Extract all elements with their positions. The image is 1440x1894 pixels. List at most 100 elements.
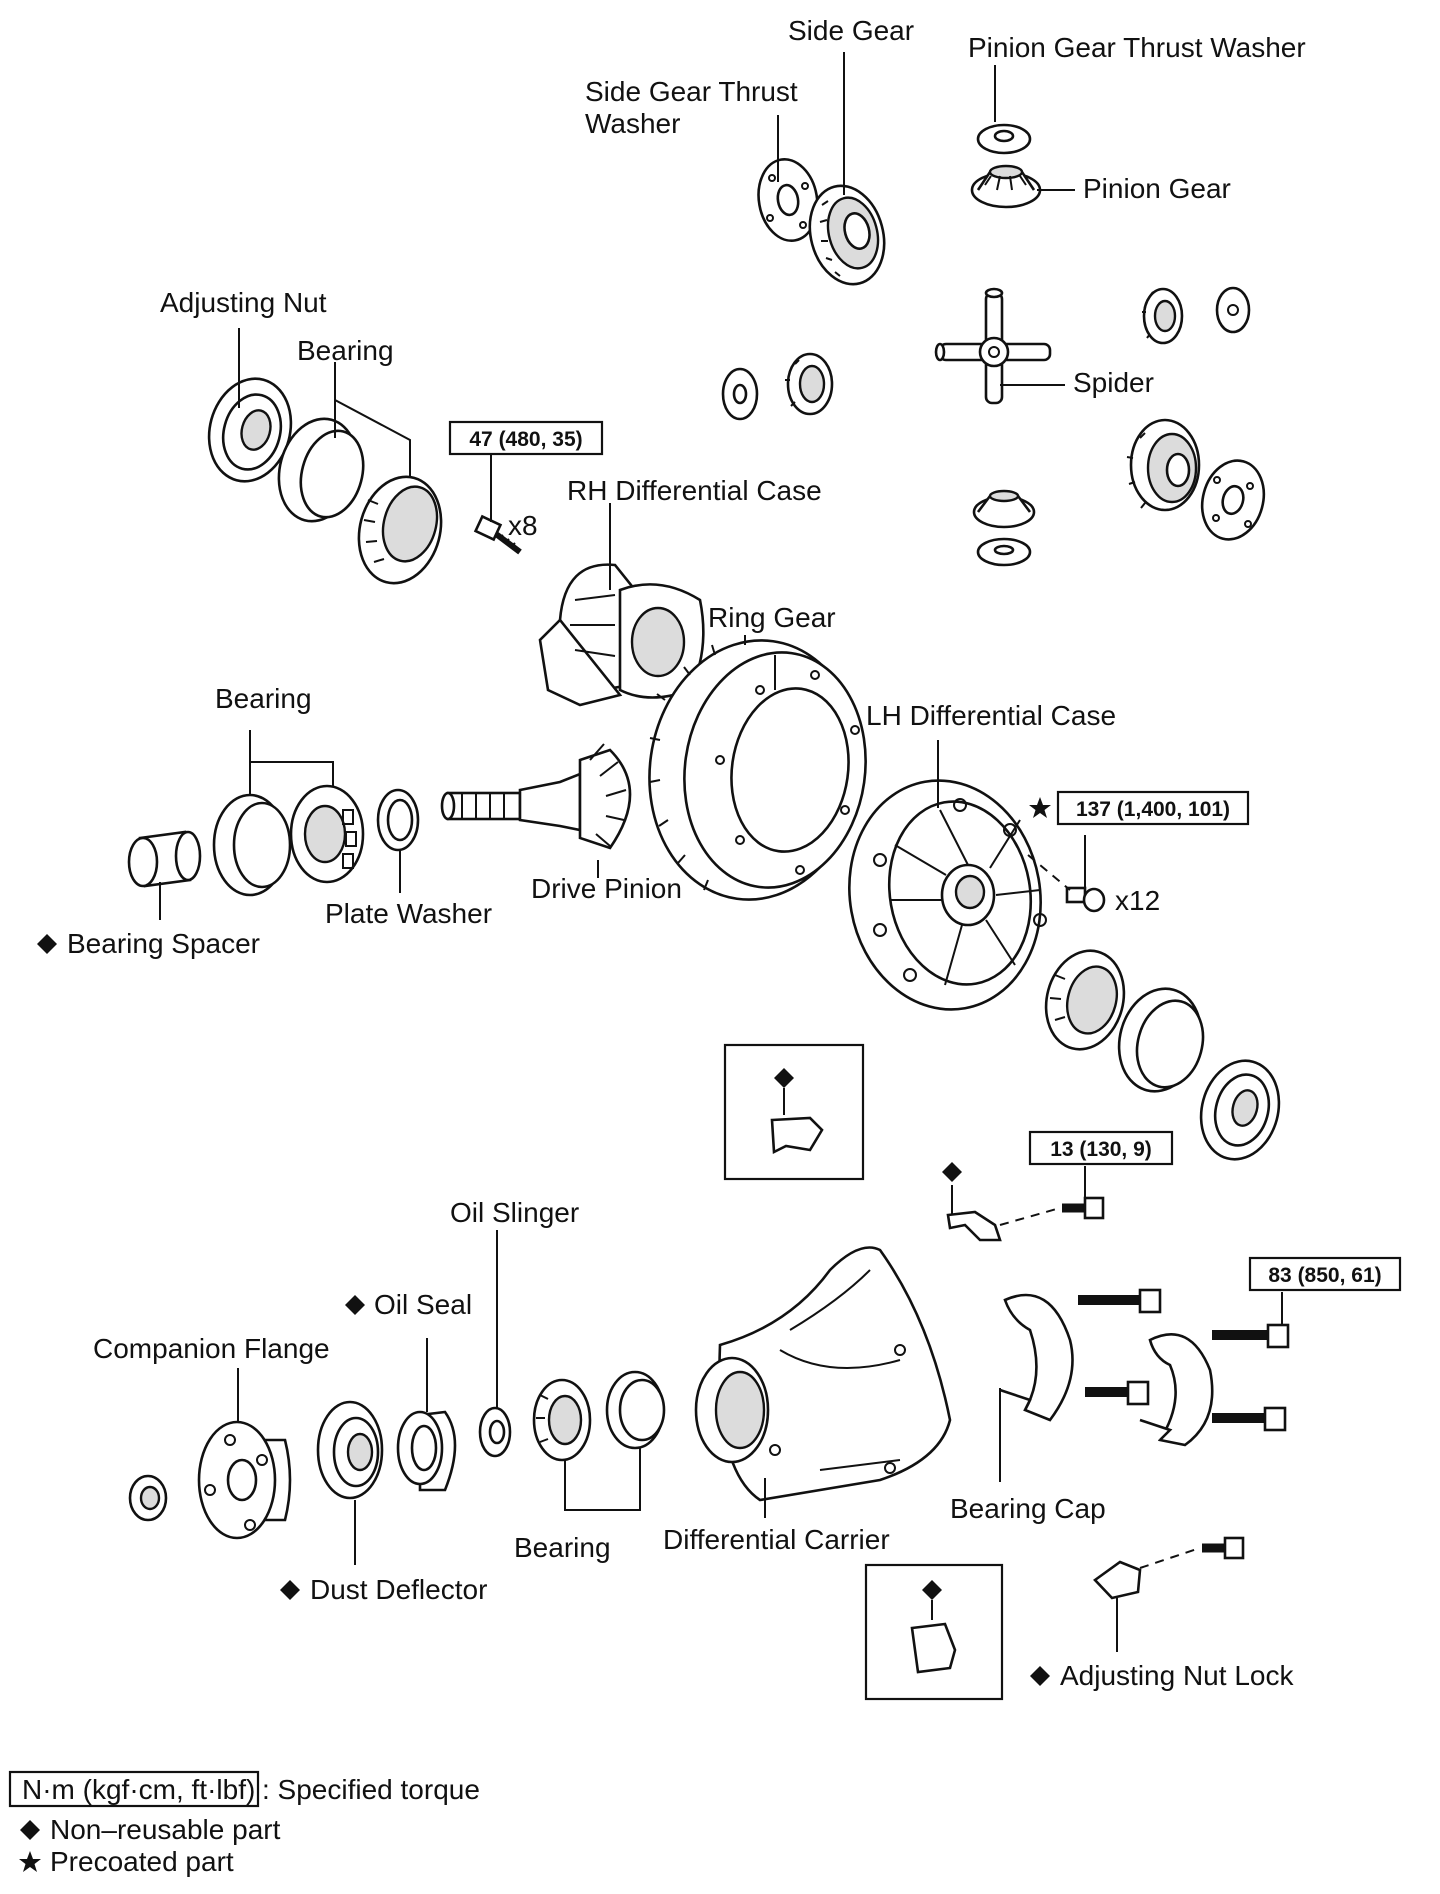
label-companion-flange: Companion Flange (93, 1333, 330, 1364)
pinion-nut (128, 1474, 168, 1522)
non-reusable-icon (345, 1295, 365, 1315)
rh-differential-case (538, 563, 705, 707)
leader-lines (159, 52, 1283, 1652)
ring-gear (648, 635, 867, 901)
label-adjusting-nut: Adjusting Nut (160, 287, 327, 318)
torque-box-rh-case-bolt: 47 (480, 35) (448, 420, 604, 456)
label-side-gear: Side Gear (788, 15, 914, 46)
pinion-gear-lower (972, 489, 1036, 529)
label-ring-gear: Ring Gear (708, 602, 836, 633)
svg-text:137 (1,400, 101): 137 (1,400, 101) (1076, 798, 1230, 821)
pinion-gear-right (1142, 287, 1184, 345)
lh-differential-case (848, 779, 1047, 1011)
companion-flange (197, 1420, 292, 1540)
torque-box-ring-gear-bolt: 137 (1,400, 101) (1056, 790, 1250, 826)
legend-torque-desc: : Specified torque (262, 1774, 480, 1805)
label-rh-differential-case: RH Differential Case (567, 475, 822, 506)
bearing-spacer (127, 830, 202, 888)
torque-box-bearing-cap-bolt: 83 (850, 61) (1248, 1256, 1402, 1292)
bearing-cap-bolt-3 (1212, 1323, 1290, 1349)
label-oil-seal: Oil Seal (374, 1289, 472, 1320)
svg-text:13 (130, 9): 13 (130, 9) (1050, 1138, 1152, 1161)
legend-torque-box (8, 1770, 260, 1808)
bearing-cone-bottom (532, 1378, 592, 1462)
non-reusable-icon (37, 934, 57, 954)
inset-lock-lower (910, 1622, 957, 1674)
precoated-icon (19, 1851, 41, 1872)
label-bearing-cap: Bearing Cap (950, 1493, 1106, 1524)
bearing-cone-top (357, 475, 443, 585)
non-reusable-icon (942, 1162, 962, 1182)
plate-washer (376, 788, 420, 852)
legend-precoated: Precoated part (50, 1846, 234, 1877)
oil-seal (396, 1410, 457, 1492)
lh-bearing-cone (1044, 949, 1126, 1051)
torque-box-lock-bolt: 13 (130, 9) (1028, 1130, 1174, 1166)
label-pinion-gear: Pinion Gear (1083, 173, 1231, 204)
lh-case-bolt (1065, 886, 1106, 913)
label-side-gear-thrust-washer-line2: Washer (585, 108, 680, 139)
svg-text:47 (480, 35): 47 (480, 35) (469, 428, 582, 451)
label-bearing-mid: Bearing (215, 683, 312, 714)
bearing-cap-left (999, 1293, 1074, 1422)
lh-adjusting-nut (1199, 1059, 1281, 1161)
label-plate-washer: Plate Washer (325, 898, 492, 929)
label-oil-slinger: Oil Slinger (450, 1197, 579, 1228)
adjusting-nut-lock-upper (946, 1210, 1002, 1242)
label-differential-carrier: Differential Carrier (663, 1524, 890, 1555)
pinion-gear (970, 164, 1042, 209)
legend-torque-units: N·m (kgf·cm, ft·lbf) (22, 1774, 255, 1805)
side-gear (808, 184, 886, 286)
label-bearing-top: Bearing (297, 335, 394, 366)
side-gear-thrust-washer (757, 158, 819, 242)
qty-rh-case-bolts: x8 (508, 510, 538, 541)
side-gear-thrust-washer-small (721, 367, 759, 421)
non-reusable-icon (280, 1580, 300, 1600)
adjusting-nut-top (207, 377, 293, 483)
label-dust-deflector: Dust Deflector (310, 1574, 487, 1605)
legend: N·m (kgf·cm, ft·lbf) : Specified torque … (8, 1770, 480, 1877)
differential-carrier (694, 1246, 952, 1502)
bearing-cone-mid (289, 784, 365, 884)
qty-ring-gear-bolts: x12 (1115, 885, 1160, 916)
label-drive-pinion: Drive Pinion (531, 873, 682, 904)
bearing-outer-race-top (277, 417, 365, 523)
pinion-gear-thrust-washer (976, 123, 1032, 155)
label-side-gear-thrust-washer-line1: Side Gear Thrust (585, 76, 798, 107)
bearing-cap-bolt-2 (1085, 1380, 1150, 1406)
label-bearing-bottom: Bearing (514, 1532, 611, 1563)
drive-pinion (440, 743, 632, 850)
bearing-outer-race-bottom (605, 1370, 666, 1450)
legend-non-reusable: Non–reusable part (50, 1814, 281, 1845)
lh-bearing-outer-race (1117, 987, 1205, 1093)
pinion-gear-thrust-washer-right (1215, 286, 1251, 334)
label-adjusting-nut-lock: Adjusting Nut Lock (1060, 1660, 1294, 1691)
inset-lock-upper (770, 1116, 824, 1155)
bearing-outer-race-mid (212, 793, 292, 897)
adjusting-nut-lock-upper-dashed-leader (999, 1207, 1061, 1226)
precoated-icon (1029, 797, 1051, 818)
non-reusable-icon (20, 1820, 40, 1840)
bearing-cap-bolt-1 (1078, 1288, 1162, 1314)
label-bearing-spacer: Bearing Spacer (67, 928, 260, 959)
lock-bolt-lower (1202, 1536, 1245, 1560)
non-reusable-icon (1030, 1666, 1050, 1686)
adjusting-nut-lock-lower-dashed-leader (1139, 1547, 1201, 1569)
inset-box-upper (723, 1043, 865, 1181)
bearing-cap-right (1139, 1333, 1214, 1447)
spider (934, 287, 1052, 405)
adjusting-nut-lock-lower (1093, 1560, 1142, 1600)
bearing-cap-bolt-4 (1212, 1406, 1287, 1432)
lock-bolt-upper (1062, 1196, 1105, 1220)
svg-text:83 (850, 61): 83 (850, 61) (1268, 1264, 1381, 1287)
side-gear-lower (1126, 418, 1201, 512)
label-pinion-gear-thrust-washer: Pinion Gear Thrust Washer (968, 32, 1306, 63)
label-spider: Spider (1073, 367, 1154, 398)
side-gear-thrust-washer-lower (1200, 459, 1266, 541)
pinion-gear-thrust-washer-lower (976, 537, 1032, 567)
side-gear-small (785, 352, 834, 416)
dust-deflector (316, 1400, 384, 1500)
label-lh-differential-case: LH Differential Case (866, 700, 1116, 731)
oil-slinger (478, 1406, 512, 1458)
